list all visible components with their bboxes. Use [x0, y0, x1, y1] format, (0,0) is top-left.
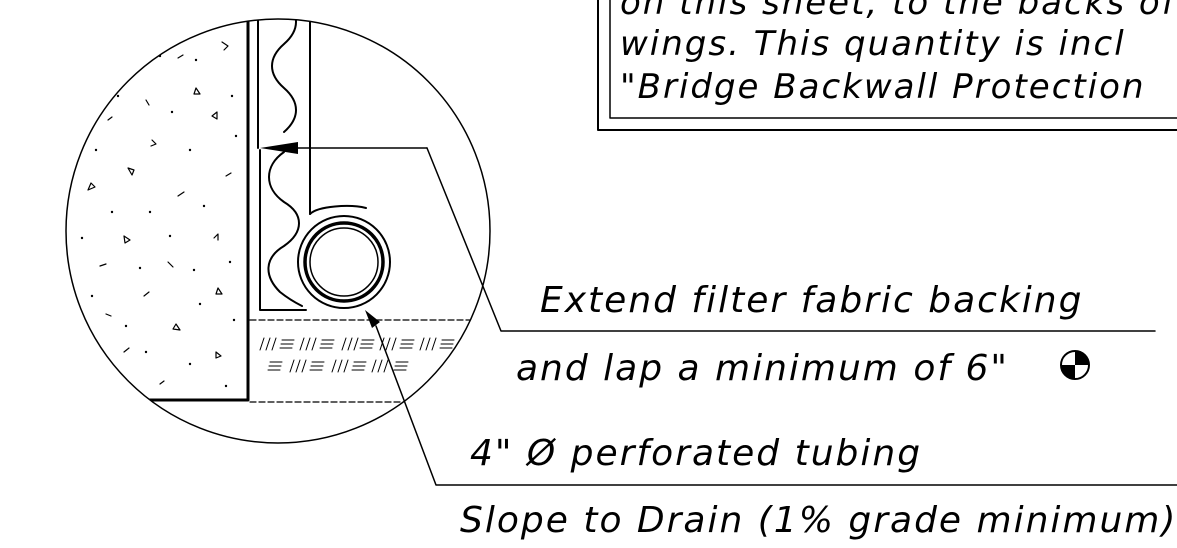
- note-line-1: on this sheet, to the backs of: [620, 0, 1177, 23]
- detail-callout-circle: [65, 18, 491, 444]
- note-line-3: "Bridge Backwall Protection: [620, 67, 1146, 107]
- wall-face: [66, 19, 250, 402]
- slope-label: Slope to Drain (1% grade minimum): [460, 500, 1177, 541]
- tubing-label: 4" Ø perforated tubing: [470, 433, 922, 474]
- fabric-arrowhead: [260, 142, 298, 154]
- tubing-arrowhead: [365, 310, 380, 328]
- filter-fabric-label-line1: Extend filter fabric backing: [540, 280, 1083, 321]
- filter-fabric-label-line2: and lap a minimum of 6": [516, 348, 1009, 389]
- leaders: [365, 147, 1177, 486]
- detail-circle-outline: [65, 18, 491, 444]
- backfill-layer: [249, 319, 490, 403]
- note-line-2: wings. This quantity is incl: [620, 24, 1126, 64]
- note-box: on this sheet, to the backs of wings. Th…: [597, 0, 1177, 131]
- fabric-leader: [426, 147, 1156, 332]
- drainage-panel: [257, 19, 428, 311]
- tubing-leader: [375, 325, 1177, 486]
- concrete-wall: [80, 41, 238, 388]
- quartered-circle-icon: [1060, 350, 1090, 380]
- perforated-tubing: [297, 215, 391, 309]
